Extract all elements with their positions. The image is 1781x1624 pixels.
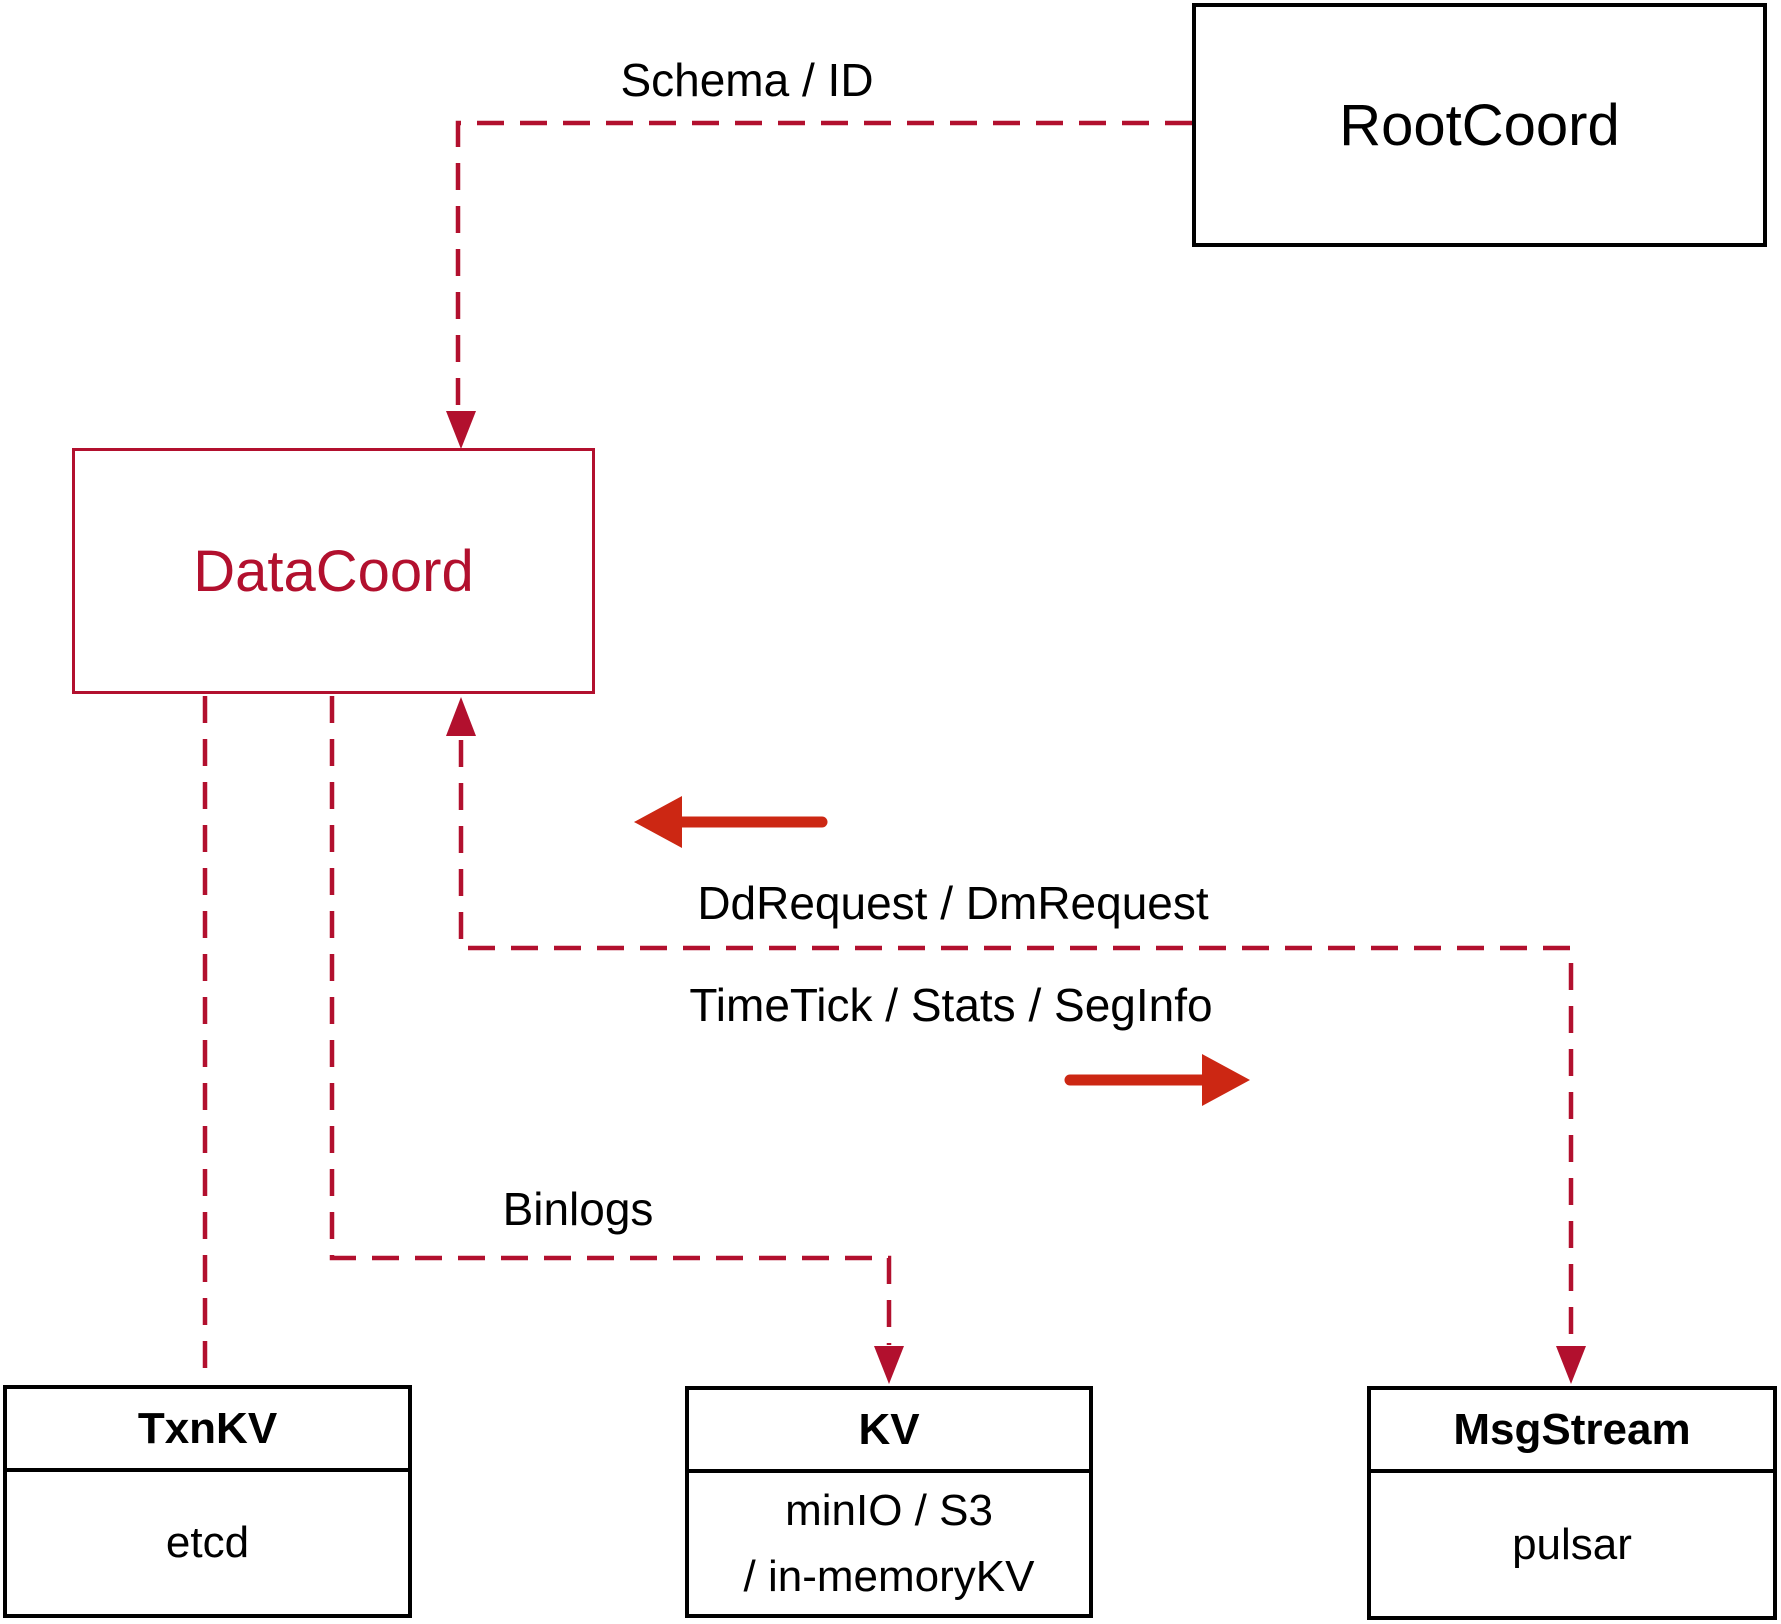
- dd-request-direction-arrowhead: [634, 796, 682, 848]
- kv-title: KV: [858, 1404, 920, 1454]
- kv-body: minIO / S3 / in-memoryKV: [689, 1473, 1089, 1614]
- schema-id-connector-line: [455, 120, 1192, 410]
- txn-kv-title: TxnKV: [137, 1403, 278, 1453]
- msgstream-up-arrowhead: [446, 697, 476, 736]
- msg-stream-title: MsgStream: [1453, 1404, 1691, 1454]
- txn-kv-node: TxnKV etcd: [3, 1385, 412, 1618]
- binlogs-label: Binlogs: [502, 1183, 654, 1235]
- kv-header: KV: [689, 1390, 1089, 1473]
- msgstream-connector-line: [458, 740, 1574, 1345]
- data-coord-node: DataCoord: [72, 448, 595, 694]
- dd-request-label: DdRequest / DmRequest: [697, 877, 1209, 929]
- txn-kv-header: TxnKV: [7, 1389, 408, 1472]
- binlogs-connector-line: [329, 696, 892, 1345]
- data-coord-title: DataCoord: [193, 538, 474, 604]
- root-coord-title: RootCoord: [1339, 92, 1620, 158]
- msg-stream-impl: pulsar: [1512, 1519, 1632, 1569]
- kv-impl-line1: minIO / S3: [785, 1485, 993, 1535]
- msg-stream-body: pulsar: [1371, 1473, 1773, 1616]
- binlogs-arrowhead: [874, 1346, 904, 1384]
- msgstream-down-arrowhead: [1556, 1346, 1586, 1384]
- schema-id-arrowhead: [446, 411, 476, 449]
- msg-stream-node: MsgStream pulsar: [1367, 1386, 1777, 1620]
- time-tick-label: TimeTick / Stats / SegInfo: [689, 979, 1213, 1031]
- kv-impl-line2: / in-memoryKV: [743, 1551, 1035, 1601]
- txn-kv-impl: etcd: [165, 1518, 250, 1567]
- msg-stream-header: MsgStream: [1371, 1390, 1773, 1473]
- txn-kv-body: etcd: [7, 1472, 408, 1614]
- root-coord-node: RootCoord: [1192, 3, 1767, 247]
- schema-id-label: Schema / ID: [620, 54, 874, 106]
- time-tick-direction-arrowhead: [1202, 1054, 1250, 1106]
- kv-node: KV minIO / S3 / in-memoryKV: [685, 1386, 1093, 1618]
